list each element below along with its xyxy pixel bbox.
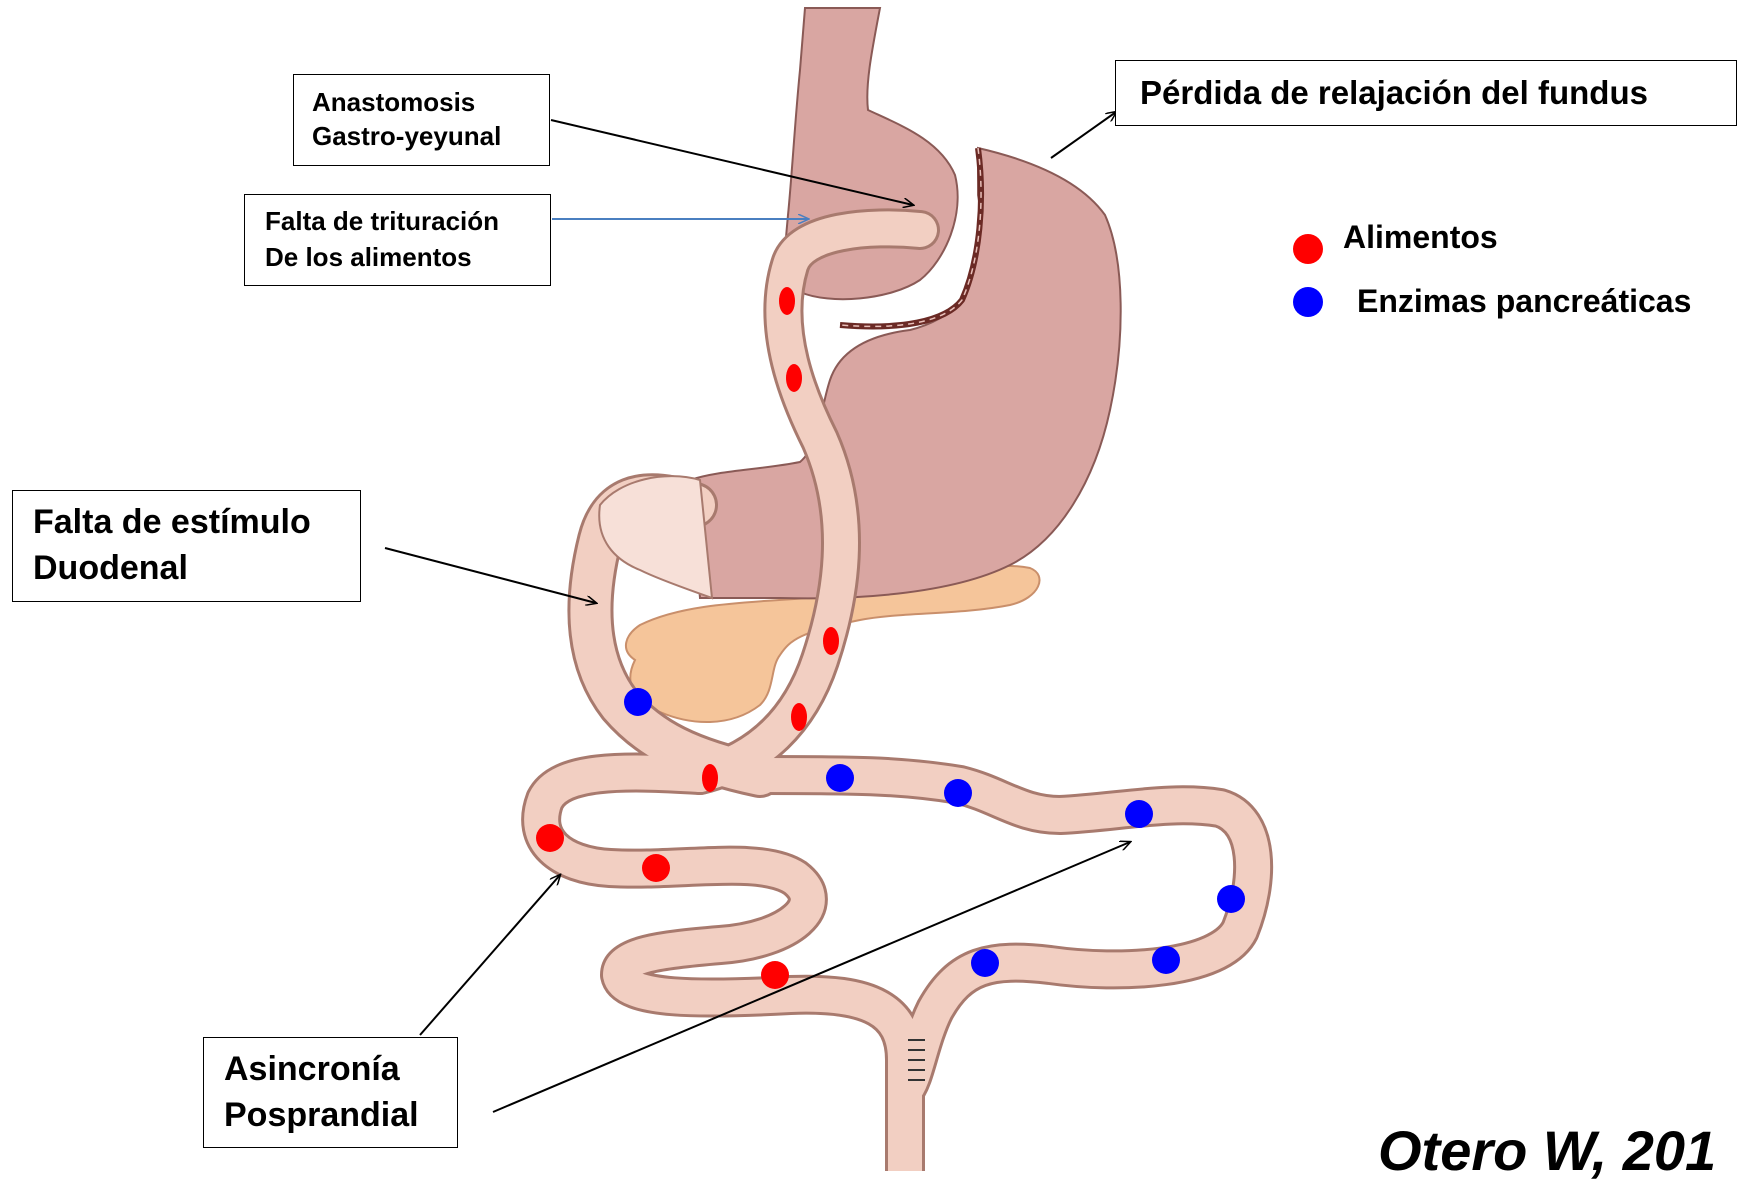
enzyme-dot <box>1125 800 1153 828</box>
legend-enzyme-label: Enzimas pancreáticas <box>1357 283 1691 320</box>
asincronia-label-box: Asincronía Posprandial <box>203 1037 458 1148</box>
enzyme-dot <box>1217 885 1245 913</box>
trituracion-line-2: De los alimentos <box>265 239 550 275</box>
anastomosis-line-1: Anastomosis <box>312 85 549 119</box>
food-dot <box>791 703 807 731</box>
legend-food-label: Alimentos <box>1343 219 1498 256</box>
trituracion-line-1: Falta de trituración <box>265 203 550 239</box>
enzyme-dot <box>971 949 999 977</box>
arrow-fundus <box>1051 112 1116 158</box>
duodenal-line-2: Duodenal <box>33 545 360 591</box>
duodenal-bulb <box>599 476 712 598</box>
arrow-asincronia-1 <box>420 875 560 1035</box>
enzyme-dot <box>944 779 972 807</box>
food-dot <box>702 764 718 792</box>
arrow-duodenal <box>385 548 596 603</box>
food-dot <box>779 287 795 315</box>
fundus-label-box: Pérdida de relajación del fundus <box>1115 60 1737 126</box>
food-dot <box>642 854 670 882</box>
asincronia-line-2: Posprandial <box>224 1092 457 1138</box>
enzyme-dot <box>1152 946 1180 974</box>
asincronia-line-1: Asincronía <box>224 1046 457 1092</box>
fundus-label: Pérdida de relajación del fundus <box>1140 61 1736 125</box>
food-dot <box>786 364 802 392</box>
enzyme-dot <box>826 764 854 792</box>
legend-enzyme-dot <box>1293 287 1323 317</box>
legend-food-dot <box>1293 234 1323 264</box>
enzyme-dot <box>624 688 652 716</box>
anastomosis-line-2: Gastro-yeyunal <box>312 119 549 153</box>
author-credit: Otero W, 201 <box>1378 1118 1716 1183</box>
anastomosis-label-box: Anastomosis Gastro-yeyunal <box>293 74 550 166</box>
food-dot <box>536 824 564 852</box>
duodenal-line-1: Falta de estímulo <box>33 499 360 545</box>
food-dot <box>761 961 789 989</box>
food-dot <box>823 627 839 655</box>
trituracion-label-box: Falta de trituración De los alimentos <box>244 194 551 286</box>
duodenal-label-box: Falta de estímulo Duodenal <box>12 490 361 602</box>
